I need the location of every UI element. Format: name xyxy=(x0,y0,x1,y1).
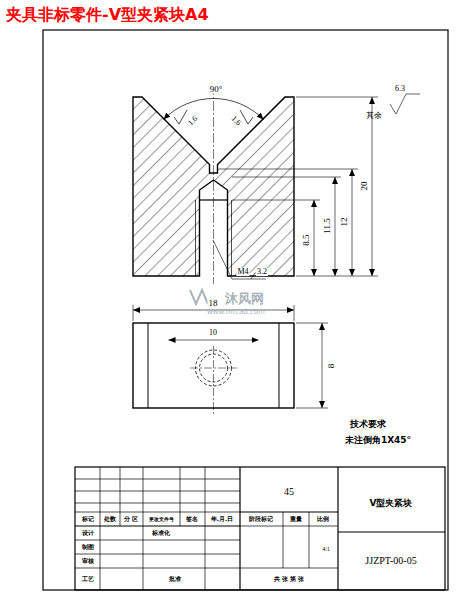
table-cell: 阶段标记 xyxy=(249,516,273,522)
table-cell: 制图 xyxy=(82,544,94,550)
dimension-lines xyxy=(133,94,420,408)
table-cell: 审核 xyxy=(82,558,94,564)
dimension-value: 8.5 xyxy=(302,233,311,246)
table-cell: 处数 xyxy=(104,516,116,522)
requirements-heading: 技术要求 xyxy=(350,420,386,429)
dimension-value: 11.5 xyxy=(323,217,332,234)
drawing-number: JJZPT-00-05 xyxy=(365,556,416,566)
sheet-title: 夹具非标零件-V型夹紧块A4 xyxy=(6,6,209,24)
requirements-note: 未注倒角1X45° xyxy=(345,436,411,445)
table-cell: 工艺 xyxy=(82,576,94,582)
table-cell: 比例 xyxy=(317,516,329,522)
roughness-note: 其余 xyxy=(366,112,382,120)
dimension-value: 18 xyxy=(208,299,219,308)
table-cell: 年.月.日 xyxy=(211,516,234,522)
watermark-logo xyxy=(190,290,208,304)
roughness-value: 6.3 xyxy=(394,85,406,93)
table-cell: 标记 xyxy=(82,516,94,522)
roughness-value: 3.2 xyxy=(256,268,268,276)
table-cell: 共 张 第 张 xyxy=(274,576,304,582)
table-cell: 批准 xyxy=(169,576,181,582)
roughness-value: 1.6 xyxy=(186,114,200,128)
part-name: V型夹紧块 xyxy=(370,499,413,508)
top-view xyxy=(133,323,294,414)
table-cell: 分 区 xyxy=(124,516,138,522)
angle-dimension: 90° xyxy=(209,85,224,94)
table-cell: 设计 xyxy=(82,530,94,536)
scale-value: 4:1 xyxy=(322,546,330,552)
watermark: www.mfcad.com xyxy=(207,309,265,316)
table-cell: 标准化 xyxy=(152,530,170,536)
table-cell: 重量 xyxy=(290,516,302,522)
thread-callout: M4 xyxy=(236,268,249,276)
front-section xyxy=(133,85,294,284)
dimension-value: 12 xyxy=(340,217,349,228)
table-cell: 更改文件号 xyxy=(149,517,174,522)
watermark: 沐风网 xyxy=(225,292,264,305)
table-cell: 签名 xyxy=(186,516,198,522)
roughness-value: 1.6 xyxy=(229,114,243,128)
title-block xyxy=(75,467,445,590)
dimension-value: 20 xyxy=(360,181,369,192)
dimension-value: 8 xyxy=(327,363,336,370)
dimension-value: 10 xyxy=(208,329,218,337)
sheet-frame xyxy=(43,30,448,590)
material: 45 xyxy=(284,487,294,497)
